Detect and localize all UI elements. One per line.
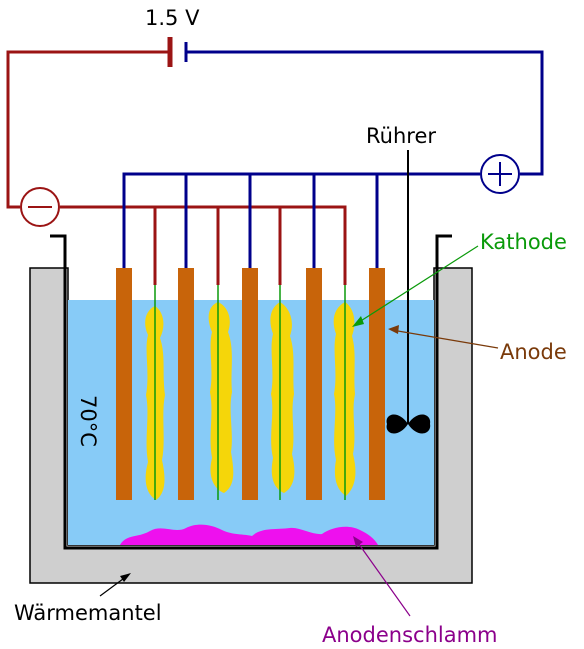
anode-plates (116, 268, 385, 500)
positive-wire (122, 50, 544, 268)
temperature-label: 70°C (76, 395, 100, 447)
leader-lines (99, 245, 499, 617)
cathode-arrow-head (352, 316, 364, 327)
cathode-wires (154, 285, 346, 500)
cathode-deposit (270, 302, 295, 493)
anode-sludge-label: Anodenschlamm (322, 623, 498, 647)
stirrer (386, 150, 431, 434)
anode-sludge (120, 524, 378, 545)
anode-label: Anode (500, 340, 567, 364)
positive-terminal (480, 154, 520, 194)
cathode-leader (355, 245, 479, 325)
voltage-label: 1.5 V (145, 6, 200, 30)
sludge-leader (355, 539, 411, 617)
anode-arrow-head (388, 325, 399, 334)
cathode-deposit (208, 302, 234, 493)
anode-plate (242, 268, 258, 500)
negative-terminal (20, 187, 60, 227)
sludge-arrow-head (353, 536, 363, 547)
cell-vessel (50, 234, 452, 550)
anode-plate (306, 268, 322, 500)
cathode-label: Kathode (480, 230, 567, 254)
jacket-arrow-head (120, 573, 131, 582)
anode-plate (116, 268, 132, 500)
anode-plate (369, 268, 385, 500)
anode-leader (391, 329, 499, 349)
anode-plate (178, 268, 194, 500)
stirrer-label: Rührer (366, 124, 436, 148)
heating-jacket-label: Wärmemantel (14, 601, 162, 625)
battery-symbol (167, 37, 188, 67)
negative-wire (6, 50, 347, 285)
stirrer-blade (386, 414, 431, 434)
